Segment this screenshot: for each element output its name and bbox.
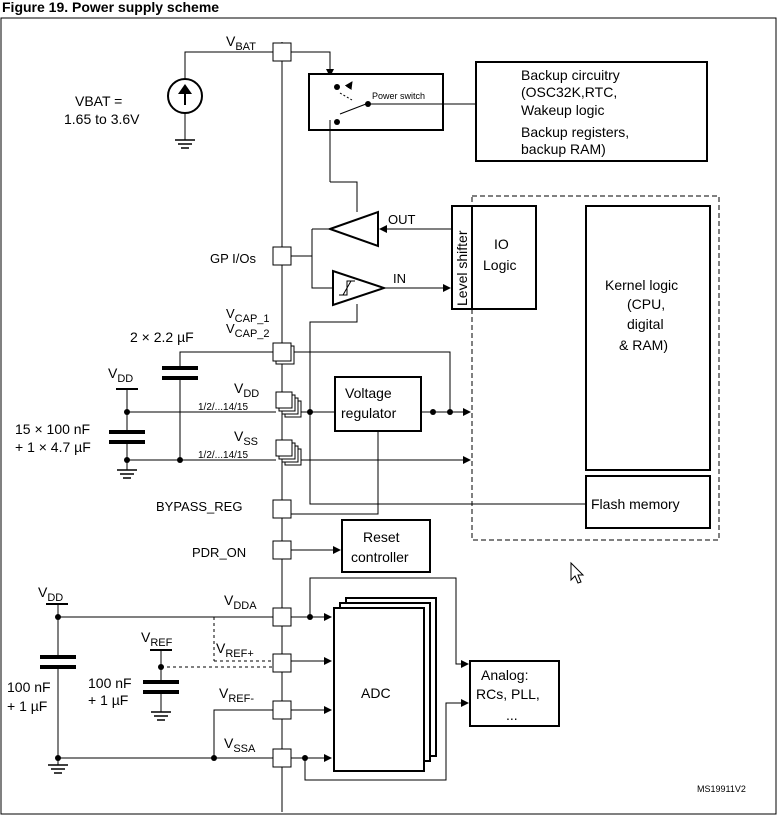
cap-2x22-label: 2 × 2.2 µF [130, 329, 194, 345]
cap-left-bottom-line1: 100 nF [7, 679, 51, 695]
bypass-reg-label: BYPASS_REG [156, 499, 242, 514]
cap-vref-line2: + 1 µF [88, 692, 128, 708]
bypass-reg-pad [272, 499, 292, 519]
ground-icon [117, 469, 137, 479]
level-shifter-block: Level shifter [451, 205, 473, 310]
gp-ios-label: GP I/Os [210, 251, 256, 266]
pdr-on-label: PDR_ON [192, 545, 246, 560]
out-label: OUT [388, 212, 416, 227]
kernel-line4: & RAM) [619, 337, 668, 353]
level-shifter-label: Level shifter [454, 230, 470, 306]
vdd-stacked-pads [275, 391, 302, 418]
backup-line5: backup RAM) [521, 141, 606, 157]
analog-line3: ... [506, 707, 518, 723]
vcap1-label: VCAP_1 [226, 306, 270, 325]
vref-plus-pad [272, 653, 292, 673]
ground-icon [48, 764, 68, 774]
vss-stacked-pads [275, 439, 302, 466]
analog-line1: Analog: [481, 667, 528, 683]
vbat-range-line1: VBAT = [75, 93, 122, 109]
io-logic-line1: IO [494, 236, 509, 252]
vcap2-label: VCAP_2 [226, 321, 270, 340]
vssa-pad [272, 748, 292, 768]
io-logic-block: IO Logic [471, 205, 537, 310]
gp-ios-pad [272, 246, 292, 266]
adc-label: ADC [361, 685, 391, 701]
vdd-pin-label: VDD [234, 380, 259, 400]
vref-minus-pad [272, 700, 292, 720]
reset-controller-block: Reset controller [341, 519, 431, 573]
cap-left-bottom-line2: + 1 µF [7, 698, 47, 714]
vssa-label: VSSA [224, 735, 256, 755]
flash-memory-block: Flash memory [585, 475, 711, 529]
kernel-logic-block: Kernel logic (CPU, digital & RAM) [585, 205, 711, 471]
vdd-domain-boundary [471, 195, 720, 541]
vbat-range-line2: 1.65 to 3.6V [64, 111, 140, 127]
vdd-bottom-label: VDD [38, 584, 63, 604]
ground-icon [151, 711, 171, 721]
vbat-pin: VBAT [226, 33, 292, 62]
vref-capacitor-icon [143, 680, 179, 694]
input-buffer-icon [332, 269, 388, 307]
battery-source-icon [167, 78, 203, 140]
io-logic-line2: Logic [483, 257, 516, 273]
backup-line4: Backup registers, [521, 124, 629, 140]
vss-range-label: 1/2/...14/15 [198, 450, 248, 461]
kernel-line2: (CPU, [627, 296, 665, 312]
vss-pin-label: VSS [234, 428, 258, 448]
vdd-bottom-capacitor-icon [40, 655, 76, 669]
kernel-line3: digital [627, 316, 664, 332]
adc-block: ADC [333, 597, 437, 772]
vref-minus-label: VREF- [219, 685, 254, 705]
output-buffer-icon [327, 210, 379, 248]
decap-line1: 15 × 100 nF [15, 421, 90, 437]
flash-memory-label: Flash memory [591, 496, 680, 512]
vbat-pin-label: VBAT [226, 33, 256, 53]
vcap-pads [272, 342, 295, 365]
decap-capacitor-icon [109, 430, 145, 444]
backup-circuitry-block: Backup circuitry (OSC32K,RTC, Wakeup log… [475, 61, 708, 162]
vref-label: VREF [141, 629, 173, 649]
vcap-capacitor-icon [162, 366, 198, 380]
vref-plus-label: VREF+ [216, 640, 254, 660]
power-switch: Power switch [308, 73, 444, 131]
vdd-left-label: VDD [108, 365, 133, 385]
backup-line3: Wakeup logic [521, 102, 605, 118]
analog-block: Analog: RCs, PLL, ... [469, 660, 560, 727]
figure-frame [0, 17, 777, 815]
vdd-range-label: 1/2/...14/15 [198, 402, 248, 413]
cap-vref-line1: 100 nF [88, 675, 132, 691]
reset-controller-line2: controller [351, 549, 409, 565]
backup-line2: (OSC32K,RTC, [521, 84, 617, 100]
reset-controller-line1: Reset [363, 529, 400, 545]
decap-line2: + 1 × 4.7 µF [15, 439, 91, 455]
vdda-pad [272, 607, 292, 627]
voltage-regulator-line2: regulator [341, 405, 397, 421]
in-label: IN [393, 271, 406, 286]
figure-title: Figure 19. Power supply scheme [2, 0, 220, 15]
kernel-line1: Kernel logic [605, 277, 678, 293]
ground-icon [175, 139, 195, 149]
pdr-on-pad [272, 540, 292, 560]
vbat-pad [272, 42, 292, 62]
vdda-label: VDDA [224, 592, 257, 612]
figure-id: MS19911V2 [697, 784, 746, 794]
voltage-regulator-line1: Voltage [345, 385, 392, 401]
mouse-cursor-icon [570, 561, 585, 584]
power-switch-label: Power switch [372, 91, 425, 101]
voltage-regulator-block: Voltage regulator [334, 376, 422, 432]
backup-line1: Backup circuitry [521, 67, 620, 83]
analog-line2: RCs, PLL, [476, 686, 540, 702]
